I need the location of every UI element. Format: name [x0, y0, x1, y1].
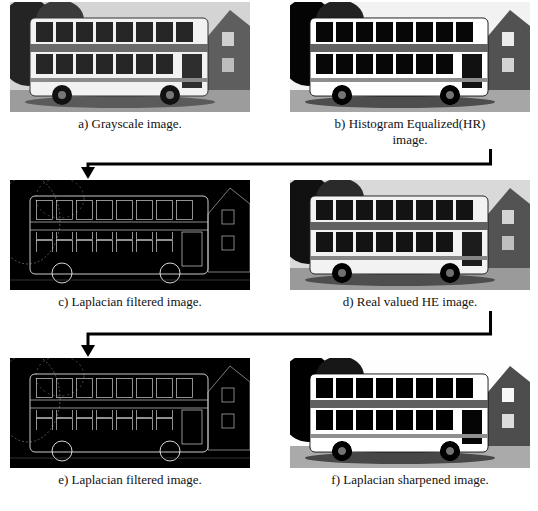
panel-caption: c) Laplacian filtered image.: [36, 294, 224, 310]
equalized-photo: [290, 2, 530, 112]
flow-arrow: [81, 311, 491, 357]
figure-panel: d) Real valued HE image.: [288, 180, 532, 310]
arrow-line: [88, 311, 491, 345]
flow-arrow: [81, 149, 491, 179]
laplacian-photo: [10, 358, 250, 468]
figure-panel: e) Laplacian filtered image.: [8, 358, 252, 488]
panel-caption: e) Laplacian filtered image.: [36, 472, 224, 488]
figure-panel: b) Histogram Equalized(HR) image.: [288, 2, 532, 148]
figure-panel: a) Grayscale image.: [8, 2, 252, 132]
real-he-photo: [290, 180, 530, 290]
figure-panel: c) Laplacian filtered image.: [8, 180, 252, 310]
panel-caption: f) Laplacian sharpened image.: [316, 472, 504, 488]
panel-caption: d) Real valued HE image.: [316, 294, 504, 310]
laplacian-photo: [10, 180, 250, 290]
panel-caption: b) Histogram Equalized(HR) image.: [316, 116, 504, 148]
arrow-head: [81, 345, 95, 357]
arrow-line: [88, 149, 491, 167]
arrow-head: [81, 167, 95, 179]
panel-caption: a) Grayscale image.: [36, 116, 224, 132]
sharpened-photo: [290, 358, 530, 468]
grayscale-photo: [10, 2, 250, 112]
figure-panel: f) Laplacian sharpened image.: [288, 358, 532, 488]
